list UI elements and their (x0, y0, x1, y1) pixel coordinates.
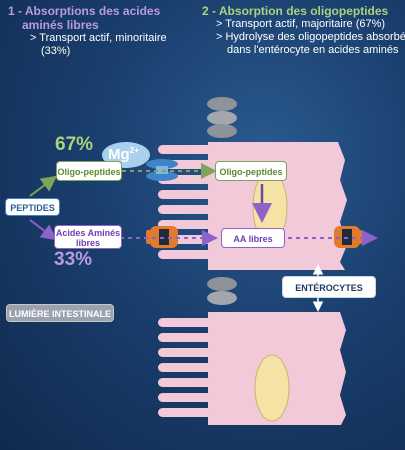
oligopeptides-cell-box: Oligo-peptides (215, 161, 287, 181)
oligopeptides-lumen-box: Oligo-peptides (56, 161, 122, 181)
route1-title-line1: 1 - Absorptions des acides (8, 4, 161, 18)
aa-libres-cell-box: AA libres (221, 228, 285, 248)
intestinal-lumen-label: LUMIÈRE INTESTINALE (6, 304, 114, 322)
tight-junction-top (207, 97, 237, 138)
percent-67: 67% (55, 134, 94, 155)
mg-ion-label: Mg2+ (108, 146, 139, 163)
route1-block: 1 - Absorptions des acides aminés libres… (8, 4, 167, 58)
route1-bullet-line1: > Transport actif, minoritaire (30, 32, 167, 44)
arrow-to-oligopeptides (29, 175, 58, 197)
percent-33: 33% (54, 249, 93, 270)
amino-acids-lumen-box: Acides Aminés libres (54, 225, 122, 249)
peptides-box: PEPTIDES (5, 198, 60, 216)
route2-block: 2 - Absorption des oligopeptides > Trans… (202, 4, 405, 57)
amino-acids-line2: libres (75, 238, 100, 248)
nucleus-lower (254, 354, 290, 422)
enterocyte-lower (158, 312, 346, 425)
route1-title-line2: aminés libres (22, 18, 99, 32)
arrow-to-amino-acids (29, 219, 58, 241)
mg-symbol: Mg (108, 146, 130, 163)
route2-bullet1: > Transport actif, majoritaire (67%) (216, 18, 386, 30)
route2-bullet2-line2: dans l'entérocyte en acides aminés (227, 44, 399, 56)
mg-charge: 2+ (129, 146, 139, 155)
route2-bullet2-line1: > Hydrolyse des oligopeptides absorbés (216, 31, 405, 43)
route2-title: 2 - Absorption des oligopeptides (202, 4, 389, 18)
route1-bullet-line2: (33%) (41, 45, 71, 57)
enterocytes-box: ENTÉROCYTES (282, 276, 376, 298)
tight-junction-bottom (207, 277, 237, 305)
amino-acids-line1: Acides Aminés (55, 228, 121, 238)
